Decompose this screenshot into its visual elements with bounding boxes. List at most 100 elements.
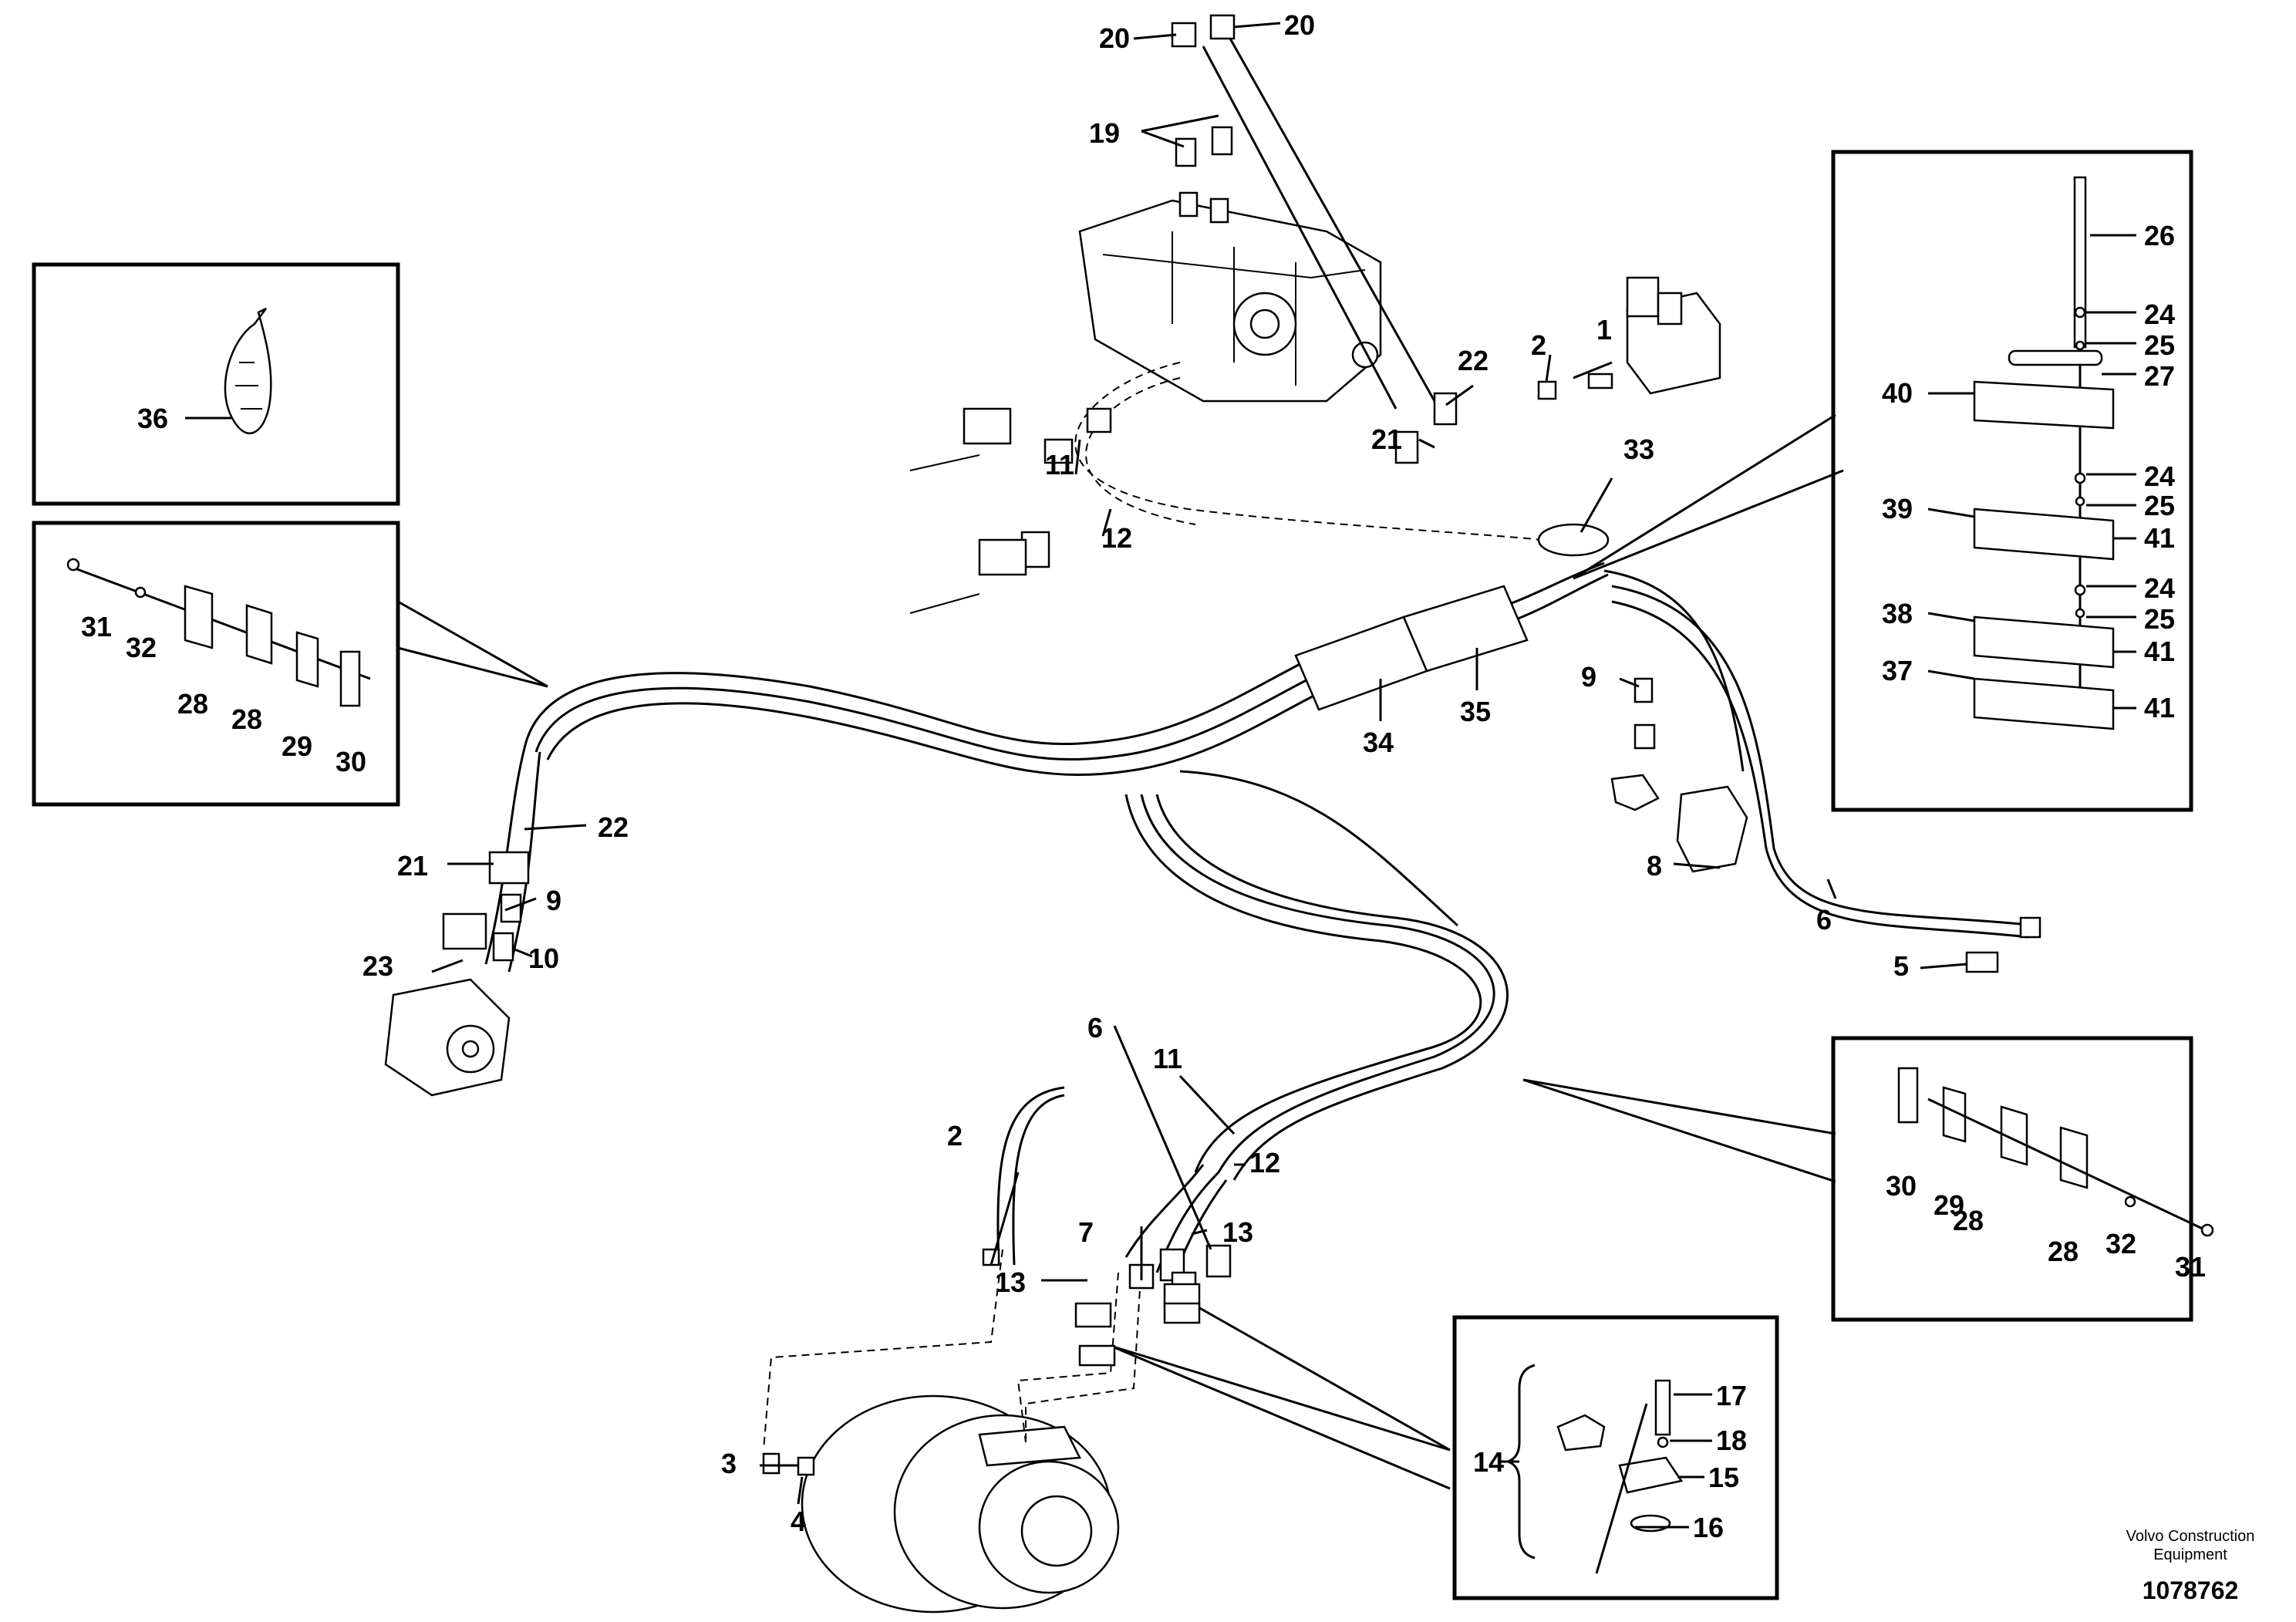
- callout-6: 6: [1087, 1012, 1103, 1044]
- leader-lines: [431, 22, 1967, 1505]
- callout-7: 7: [1078, 1216, 1094, 1248]
- detail-box-fitting-clamp: [1110, 1302, 1779, 1600]
- clamp-bolt-icon: [2200, 1223, 2214, 1237]
- detail-leader: [397, 646, 548, 688]
- clamp-bolt-icon: [66, 558, 371, 680]
- cable-tie-icon: [224, 307, 272, 434]
- callout-10: 10: [528, 943, 559, 974]
- callout-17: 17: [1716, 1380, 1747, 1411]
- fittings: [442, 14, 2041, 1476]
- callout-28: 28: [2048, 1236, 2079, 1267]
- travel-motor: [801, 1394, 1120, 1614]
- callout-27: 27: [2144, 360, 2175, 392]
- clamp-middle-icon: [1973, 615, 2115, 669]
- detail-leader: [1110, 1344, 1451, 1490]
- callout-9: 9: [1581, 661, 1596, 693]
- callout-32: 32: [2106, 1228, 2136, 1259]
- callout-14: 14: [1473, 1446, 1504, 1478]
- clamp-half-icon: [2000, 1105, 2028, 1166]
- clamp-half-icon: [2059, 1126, 2089, 1189]
- callout-3: 3: [721, 1448, 737, 1479]
- clamp-half-icon: [1618, 1456, 1684, 1494]
- callout-38: 38: [1882, 598, 1913, 629]
- callout-6: 6: [1816, 904, 1832, 936]
- callout-36: 36: [137, 403, 168, 434]
- callout-29: 29: [1934, 1189, 1964, 1221]
- callout-8: 8: [1647, 850, 1662, 882]
- clamp-insert-icon: [1942, 1086, 1967, 1143]
- washer-icon: [2124, 1195, 2136, 1208]
- callout-22: 22: [1458, 345, 1489, 376]
- detail-leader: [1573, 469, 1844, 580]
- callout-26: 26: [2144, 220, 2175, 251]
- callout-13: 13: [1222, 1216, 1253, 1248]
- callout-28: 28: [177, 688, 208, 720]
- callout-29: 29: [282, 730, 312, 762]
- callout-20: 20: [1284, 9, 1315, 41]
- clamp-half-icon: [245, 604, 273, 665]
- callout-40: 40: [1882, 377, 1913, 409]
- bolt-icon: [1654, 1379, 1671, 1436]
- callout-13: 13: [995, 1266, 1026, 1298]
- callout-25: 25: [2144, 329, 2175, 361]
- callout-37: 37: [1882, 655, 1913, 686]
- callout-21: 21: [397, 850, 428, 882]
- callout-28: 28: [231, 703, 262, 735]
- callout-24: 24: [2144, 298, 2175, 330]
- callout-4: 4: [791, 1506, 806, 1537]
- callout-30: 30: [1886, 1170, 1917, 1202]
- detail-box-cable-tie: [32, 262, 400, 506]
- hose-bundle: [484, 362, 2037, 1451]
- washer-icon: [134, 586, 147, 599]
- aux-pump: [384, 978, 511, 1097]
- brand-line-2: Equipment: [2153, 1546, 2227, 1563]
- hose-sleeve: [1294, 523, 1610, 711]
- washer-icon: [1657, 1436, 1669, 1448]
- callout-30: 30: [335, 746, 366, 777]
- callout-21: 21: [1371, 423, 1402, 455]
- callout-31: 31: [2175, 1251, 2206, 1283]
- callout-24: 24: [2144, 572, 2175, 604]
- callout-11: 11: [1045, 449, 1074, 481]
- callout-25: 25: [2144, 490, 2175, 521]
- footer: Volvo Construction Equipment 1078762: [2126, 1528, 2255, 1604]
- detail-box-clamp-left: [32, 521, 548, 807]
- o-ring-icon: [1630, 1514, 1671, 1533]
- shuttle-valve: [1610, 774, 1748, 873]
- detail-leader: [1522, 1078, 1836, 1183]
- detail-leader: [1110, 1344, 1451, 1452]
- callout-24: 24: [2144, 460, 2175, 492]
- detail-leader: [1573, 413, 1836, 580]
- callout-20: 20: [1099, 22, 1130, 54]
- callout-41: 41: [2144, 522, 2175, 554]
- callout-12: 12: [1249, 1147, 1280, 1179]
- clamp-cover-icon: [1973, 380, 2115, 430]
- callout-41: 41: [2144, 636, 2175, 667]
- callout-5: 5: [1893, 950, 1909, 982]
- callout-19: 19: [1089, 117, 1120, 149]
- callout-25: 25: [2144, 603, 2175, 635]
- brand-line-1: Volvo Construction: [2126, 1528, 2255, 1545]
- clamp-insert-icon: [295, 631, 319, 688]
- callout-33: 33: [1623, 433, 1654, 465]
- clamp-block-icon: [1556, 1414, 1606, 1452]
- callout-15: 15: [1708, 1462, 1739, 1493]
- clamp-upper-icon: [1973, 508, 2115, 561]
- stud-bolt-icon: [2073, 176, 2087, 349]
- callout-22: 22: [598, 811, 629, 843]
- document-number: 1078762: [2143, 1576, 2239, 1604]
- clamp-lower-icon: [1973, 677, 2115, 730]
- callout-41: 41: [2144, 692, 2175, 723]
- callout-2: 2: [1531, 329, 1546, 361]
- clamp-plate-icon: [1897, 1067, 1919, 1124]
- detail-box-clamp-stack: [1573, 150, 2193, 812]
- callout-39: 39: [1882, 493, 1913, 524]
- detail-leader: [1191, 1302, 1451, 1452]
- callout-2: 2: [947, 1120, 963, 1152]
- detail-leader: [1522, 1078, 1836, 1135]
- clamp-plate-icon: [339, 650, 361, 707]
- pilot-valve: [1626, 276, 1721, 395]
- callout-labels: 1 2 2 3 4 5 6 6 7 8 9 9 10 11 11 12 12 1…: [81, 9, 2206, 1543]
- callout-12: 12: [1101, 522, 1132, 554]
